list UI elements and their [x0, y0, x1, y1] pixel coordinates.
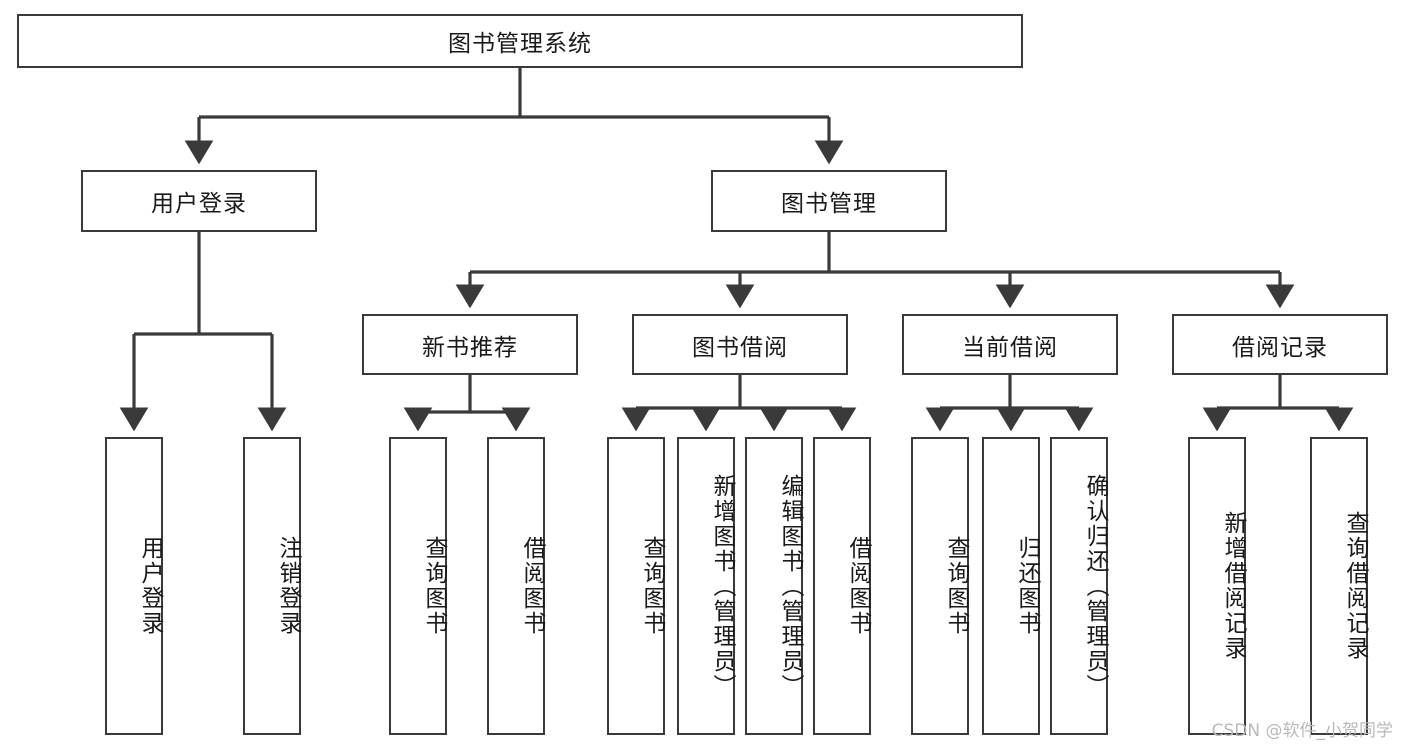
- leaf-return-book[interactable]: 归还图书: [982, 437, 1040, 735]
- leaf-label: 用户登录: [137, 536, 163, 636]
- leaf-label: 归还图书: [1014, 536, 1040, 636]
- leaf-borrow-book-newbook[interactable]: 借阅图书: [487, 437, 545, 735]
- node-new-book-recommend-label: 新书推荐: [422, 334, 518, 361]
- leaf-label: 查询图书: [421, 536, 447, 636]
- leaf-confirm-return-admin[interactable]: 确认归还（管理员）: [1050, 437, 1108, 735]
- node-book-borrow[interactable]: 图书借阅: [632, 314, 848, 375]
- leaf-query-book-borrow[interactable]: 查询图书: [607, 437, 665, 735]
- node-current-borrow-label: 当前借阅: [962, 334, 1058, 361]
- node-user-login-label: 用户登录: [151, 191, 247, 217]
- leaf-label: 查询借阅记录: [1342, 511, 1368, 661]
- leaf-query-book-current[interactable]: 查询图书: [911, 437, 969, 735]
- leaf-query-book-newbook[interactable]: 查询图书: [389, 437, 447, 735]
- leaf-borrow-book[interactable]: 借阅图书: [813, 437, 871, 735]
- leaf-add-book-admin[interactable]: 新增图书（管理员）: [677, 437, 735, 735]
- node-borrow-record[interactable]: 借阅记录: [1172, 314, 1388, 375]
- leaf-logout[interactable]: 注销登录: [243, 437, 301, 735]
- leaf-user-login[interactable]: 用户登录: [105, 437, 163, 735]
- leaf-label: 确认归还（管理员）: [1082, 473, 1108, 699]
- leaf-label: 注销登录: [275, 536, 301, 636]
- leaf-label: 新增图书（管理员）: [709, 473, 735, 699]
- node-root-label: 图书管理系统: [448, 31, 592, 57]
- node-borrow-record-label: 借阅记录: [1232, 334, 1328, 361]
- node-new-book-recommend[interactable]: 新书推荐: [362, 314, 578, 375]
- leaf-label: 编辑图书（管理员）: [777, 473, 803, 699]
- leaf-label: 借阅图书: [845, 536, 871, 636]
- leaf-add-borrow-record[interactable]: 新增借阅记录: [1188, 437, 1246, 735]
- leaf-query-borrow-record[interactable]: 查询借阅记录: [1310, 437, 1368, 735]
- node-book-management[interactable]: 图书管理: [711, 170, 947, 232]
- leaf-edit-book-admin[interactable]: 编辑图书（管理员）: [745, 437, 803, 735]
- leaf-label: 查询图书: [943, 536, 969, 636]
- watermark: CSDN @软件_小贺同学: [1211, 721, 1393, 741]
- node-current-borrow[interactable]: 当前借阅: [902, 314, 1118, 375]
- leaf-label: 借阅图书: [519, 536, 545, 636]
- leaf-label: 新增借阅记录: [1220, 511, 1246, 661]
- node-book-borrow-label: 图书借阅: [692, 334, 788, 361]
- node-root[interactable]: 图书管理系统: [17, 14, 1023, 68]
- leaf-label: 查询图书: [639, 536, 665, 636]
- node-user-login[interactable]: 用户登录: [81, 170, 317, 232]
- node-book-management-label: 图书管理: [781, 191, 877, 217]
